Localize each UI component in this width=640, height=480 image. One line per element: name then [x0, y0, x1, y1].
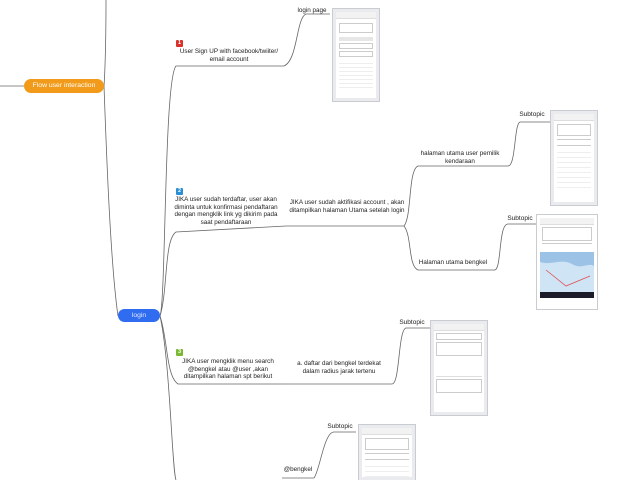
search-results-screen	[434, 324, 484, 412]
bengkel-tab-row	[542, 243, 592, 250]
login-button-mock	[339, 37, 373, 41]
search-results-mockup[interactable]	[430, 320, 488, 416]
root-label: Flow user interaction	[32, 82, 96, 89]
priority-badge-1: 1	[176, 40, 183, 47]
edge-subtopic-4	[313, 431, 356, 479]
branch-2-label[interactable]: JIKA user sudah terdaftar, user akan dim…	[174, 196, 278, 226]
branch-1-label[interactable]: User Sign UP with facebook/twiiter/ emai…	[179, 48, 279, 63]
bengkel-home-screen	[540, 218, 594, 306]
login-page-screen	[336, 12, 376, 98]
status-bar	[540, 218, 594, 225]
feed-area	[557, 148, 591, 188]
status-bar	[336, 12, 376, 19]
edge-utama-bengkel	[403, 225, 494, 271]
login-label: login	[131, 312, 147, 319]
trunk-to-login	[103, 85, 119, 317]
bengkel-profile-mockup[interactable]	[358, 424, 416, 480]
login-form-box	[339, 23, 373, 33]
edge-login-page	[283, 13, 330, 67]
rating-row-1	[436, 358, 482, 377]
utama-bengkel-label[interactable]: Halaman utama bengkel	[418, 259, 488, 266]
utama-user-label[interactable]: halaman utama user pemilik kendaraan	[420, 150, 500, 165]
edge-subtopic-2	[493, 223, 536, 271]
edge-branch-2	[159, 225, 287, 317]
subtopic-label-2[interactable]: Subtopic	[507, 215, 533, 222]
facebook-button-mock	[339, 43, 373, 49]
content-area	[365, 462, 409, 477]
bengkel-profile-card	[542, 227, 592, 241]
edge-branch-3	[159, 315, 284, 385]
user-home-mockup[interactable]	[550, 110, 598, 206]
edge-branch-1	[159, 65, 284, 317]
result-card-1	[436, 342, 482, 356]
login-page-label[interactable]: login page	[297, 7, 327, 14]
subtopic-label-4[interactable]: Subtopic	[327, 423, 353, 430]
edge-subtopic-3	[391, 327, 430, 385]
map-bottom-bar	[540, 292, 594, 298]
bengkel-profile-screen	[362, 428, 412, 477]
twitter-button-mock	[339, 51, 373, 57]
result-card-2	[436, 379, 482, 393]
user-home-screen	[554, 114, 594, 202]
tab-row	[365, 453, 409, 460]
branch-3-label[interactable]: JIKA user mengklik menu search @bengkel …	[182, 358, 274, 380]
bengkel-label[interactable]: @bengkel	[283, 466, 313, 473]
status-bar	[362, 428, 412, 435]
trunk-up	[103, 0, 107, 87]
edge-branch-4	[159, 315, 177, 480]
login-page-mockup[interactable]	[332, 8, 380, 102]
root-node[interactable]: Flow user interaction	[24, 79, 104, 93]
profile-card	[557, 124, 591, 136]
tab-row	[557, 139, 591, 146]
rating-row-2	[436, 395, 482, 412]
priority-badge-2: 2	[176, 188, 183, 195]
search-field-mock	[436, 333, 482, 340]
bengkel-home-mockup[interactable]	[536, 214, 598, 310]
status-bar	[554, 114, 594, 121]
map-land	[540, 261, 594, 292]
edge-utama-user	[403, 165, 508, 227]
edge-subtopic-1	[507, 121, 550, 167]
subtopic-label-1[interactable]: Subtopic	[519, 111, 545, 118]
login-node[interactable]: login	[118, 309, 160, 322]
daftar-label[interactable]: a. daftar dari bengkel terdekat dalam ra…	[297, 360, 381, 375]
profile-card	[365, 438, 409, 450]
blank-area	[339, 60, 373, 90]
status-bar	[434, 324, 484, 331]
priority-badge-3: 3	[176, 349, 183, 356]
subtopic-label-3[interactable]: Subtopic	[399, 319, 425, 326]
aktifikasi-label[interactable]: JIKA user sudah aktifikasi account , aka…	[289, 199, 405, 214]
map-route	[545, 269, 591, 287]
